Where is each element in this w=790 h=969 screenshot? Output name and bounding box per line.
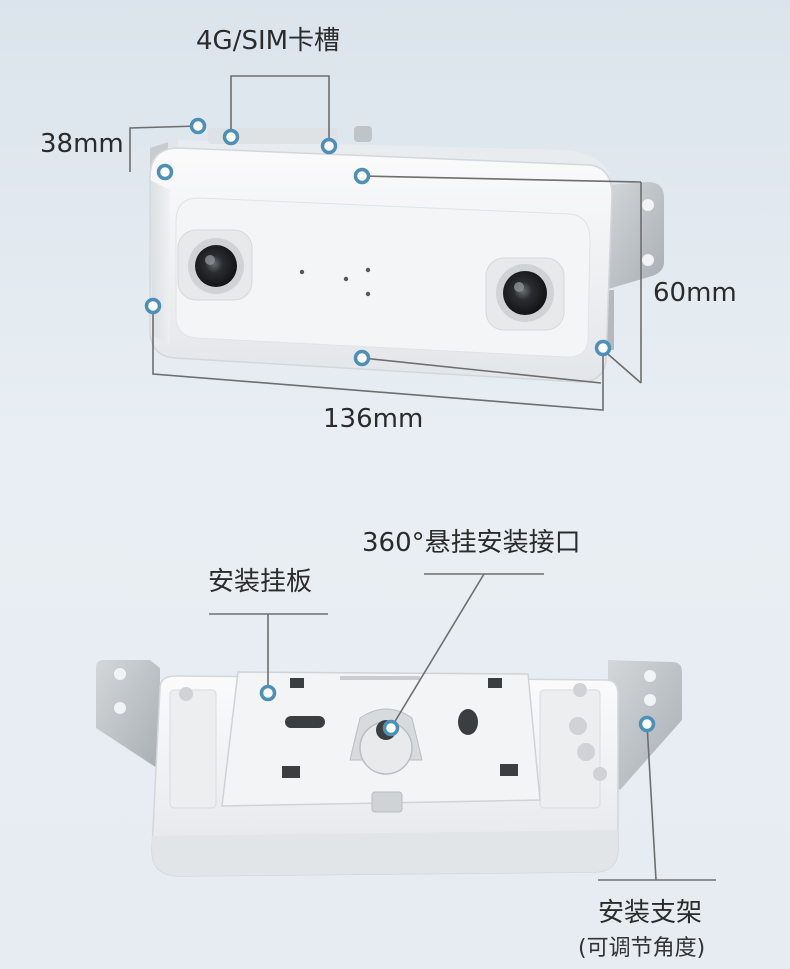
callout-marker-icon xyxy=(144,117,612,367)
camera-device-back xyxy=(96,660,682,877)
right-bracket-top xyxy=(605,182,664,290)
label-depth: 38mm xyxy=(40,129,124,159)
callout-marker-icon xyxy=(259,684,656,737)
dimension-lines-bottom xyxy=(209,573,716,881)
label-bracket: 安装支架 xyxy=(598,898,703,928)
label-mount-plate: 安装挂板 xyxy=(208,567,313,597)
lens-icon xyxy=(177,229,253,301)
dimension-lines-top xyxy=(129,75,642,411)
left-bracket xyxy=(96,660,160,770)
label-width: 136mm xyxy=(323,404,424,434)
lens-icon xyxy=(485,257,565,331)
label-sim-slot: 4G/SIM卡槽 xyxy=(196,26,341,56)
label-mount-interface: 360°悬挂安装接口 xyxy=(362,528,581,558)
label-height: 60mm xyxy=(653,278,737,308)
label-bracket-note: (可调节角度) xyxy=(578,936,706,961)
camera-device-front xyxy=(149,126,664,383)
